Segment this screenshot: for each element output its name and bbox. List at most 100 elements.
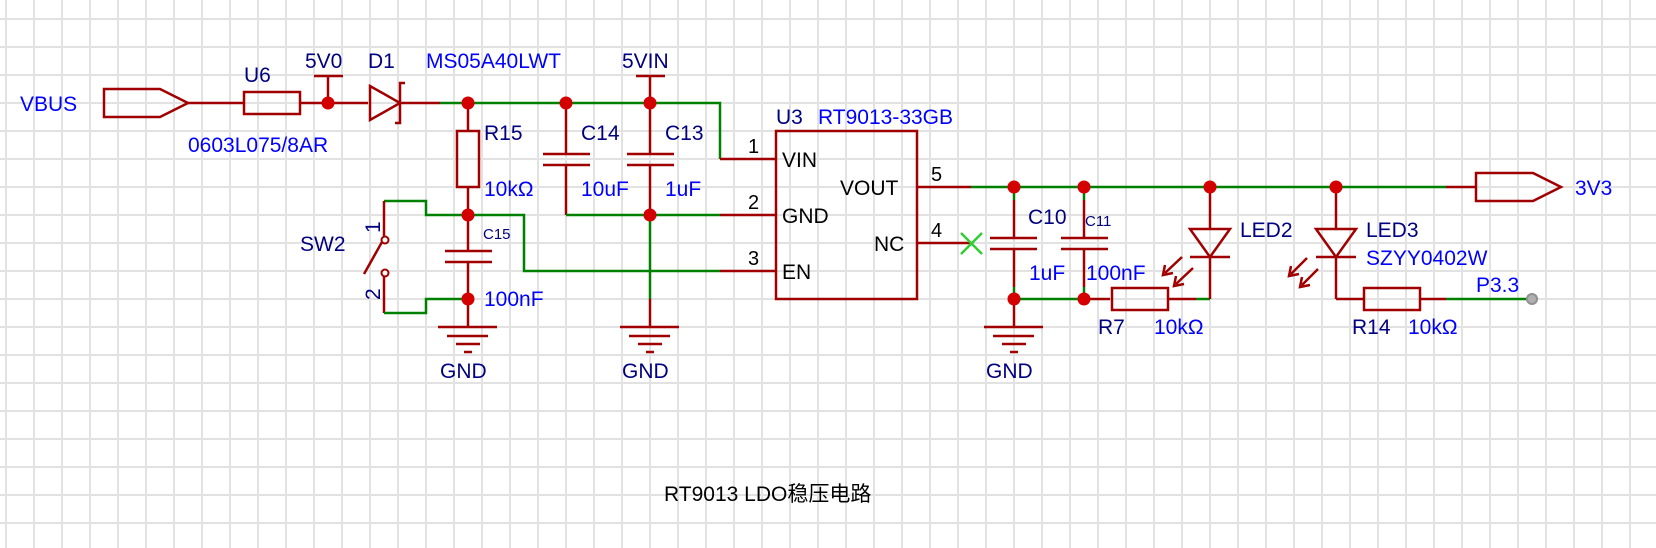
sw2-lever [362,241,384,275]
component-c11[interactable]: C11 100nF [1061,187,1146,299]
junction [559,96,573,110]
component-led3[interactable]: LED3 SZYY0402W [1287,187,1488,299]
junction [643,96,657,110]
component-d1[interactable]: D1 MS05A40LWT [368,50,561,125]
junction [321,96,335,110]
gnd-symbol-2[interactable]: GND [620,299,679,383]
component-r15[interactable]: R15 10kΩ [455,103,534,215]
junction [461,208,475,222]
junction [461,292,475,306]
netflag-5v0-label: 5V0 [305,50,342,73]
gnd-label-2: GND [622,360,669,383]
led2-arrowhead-1 [1161,264,1174,277]
led3-ref: LED3 [1366,219,1419,242]
gnd-symbol-1[interactable]: GND [438,325,497,383]
wire-en [468,213,720,273]
led3-value: SZYY0402W [1366,247,1488,270]
r15-value: 10kΩ [484,178,534,201]
sw2-ref: SW2 [300,233,346,256]
sw2-wire-bot [384,297,468,315]
component-c15[interactable]: C15 100nF [445,215,544,327]
u3-pin1-name: VIN [782,149,817,172]
d1-ref: D1 [368,50,395,73]
noconnect-stroke-2 [960,232,983,255]
c15-value: 100nF [484,288,544,311]
component-c13[interactable]: C13 1uF [627,103,704,215]
port-vbus[interactable]: VBUS [20,87,191,119]
r14-ref: R14 [1352,316,1391,339]
netflag-5v0[interactable]: 5V0 [305,50,343,103]
schematic-title: RT9013 LDO稳压电路 [664,483,871,506]
gnd-label-3: GND [986,360,1033,383]
sw2-wire-top [384,199,468,217]
junction [1077,180,1091,194]
r14-value: 10kΩ [1408,316,1458,339]
led2-emission-arrows-icon [1161,256,1194,288]
component-u3[interactable]: U3 RT9013-33GB 1 VIN 2 GND 3 EN 5 VOUT 4… [748,106,953,301]
u3-pin5-name: VOUT [840,177,899,200]
netlabel-p33[interactable]: P3.3 [1476,274,1538,305]
u3-body [774,129,919,301]
c14-ref: C14 [581,122,620,145]
component-u6[interactable]: U6 0603L075/8AR [188,64,328,157]
led2-arrowhead-2 [1172,275,1185,288]
u3-pin5-num: 5 [931,164,942,186]
noconnect-icon [960,232,983,255]
c11-value: 100nF [1086,262,1146,285]
c10-ref: C10 [1028,206,1067,229]
u3-pin3-num: 3 [748,248,759,270]
component-r14[interactable]: R14 10kΩ [1336,286,1458,339]
netlabel-p33-endpoint [1526,293,1538,305]
diode-triangle [368,83,403,123]
led3-emission-arrows-icon [1287,257,1319,289]
junction [461,96,475,110]
component-c14[interactable]: C14 10uF [543,103,629,215]
junction [643,208,657,222]
junction [1203,180,1217,194]
u6-value: 0603L075/8AR [188,134,328,157]
u3-pin2-name: GND [782,205,829,228]
led3-arrow-1 [1290,257,1308,275]
wire-top-bus [440,101,722,159]
d1-value: MS05A40LWT [426,50,561,73]
netflag-5vin[interactable]: 5VIN [622,50,669,103]
netflag-5vin-label: 5VIN [622,50,669,73]
led3-arrow-2 [1301,268,1319,286]
u3-value: RT9013-33GB [818,106,953,129]
c11-ref: C11 [1085,213,1111,230]
led2-ref: LED2 [1240,219,1293,242]
led3-arrowhead-1 [1287,265,1300,278]
port-3v3-shape [1474,171,1564,203]
u3-pin2-num: 2 [748,192,759,214]
c10-value: 1uF [1029,262,1065,285]
port-3v3[interactable]: 3V3 [1474,171,1612,203]
junction [1007,292,1021,306]
component-r7[interactable]: R7 10kΩ [1098,286,1204,339]
sw2-contact-top [380,235,390,245]
port-vbus-shape [102,87,191,119]
led3-arrowhead-2 [1298,276,1311,289]
component-sw2[interactable]: SW2 1 2 [300,199,468,315]
sw2-pin2: 2 [362,288,385,300]
u6-ref: U6 [244,64,271,87]
sw2-contact-bot [380,268,390,278]
c13-value: 1uF [665,178,701,201]
junction [1007,180,1021,194]
c13-ref: C13 [665,122,704,145]
junction [1077,292,1091,306]
led2-arrow-2 [1175,267,1194,285]
component-led2[interactable]: LED2 [1161,187,1293,299]
r7-ref: R7 [1098,316,1125,339]
u3-pin4-num: 4 [931,220,942,242]
gnd-label-1: GND [440,360,487,383]
c15-ref: C15 [483,226,511,243]
u3-pin3-name: EN [782,261,811,284]
r15-ref: R15 [484,122,523,145]
port-3v3-label: 3V3 [1575,177,1612,200]
led3-triangle [1313,227,1359,260]
led2-triangle [1187,227,1233,260]
u3-ref: U3 [776,106,803,129]
junctions [461,96,1343,306]
